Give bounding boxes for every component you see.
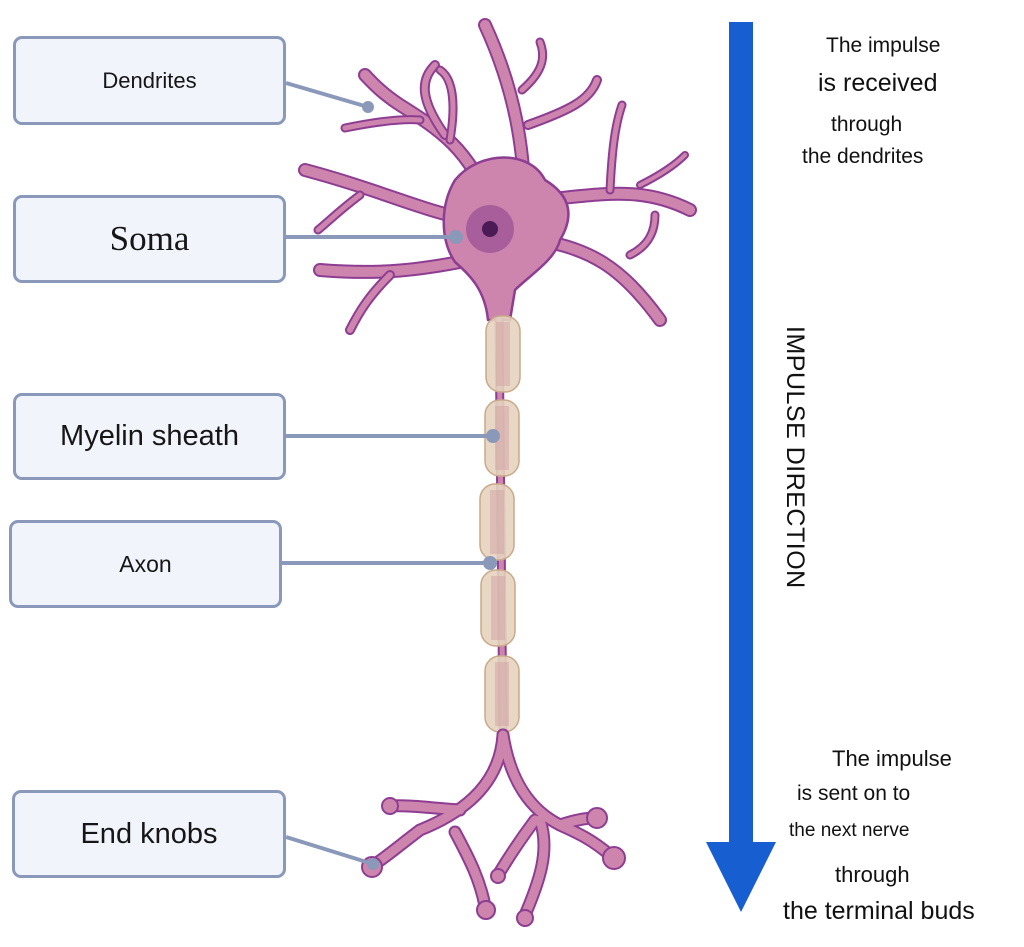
label-myelin-sheath: Myelin sheath [13, 393, 286, 480]
bottom-note-line: the next nerve [789, 820, 910, 841]
end-knob [381, 797, 399, 815]
label-end-knobs: End knobs [12, 790, 286, 878]
top-note-line: The impulse [826, 34, 941, 57]
arrow-shaft [729, 22, 753, 842]
label-soma-text: Soma [109, 219, 190, 258]
label-dendrites: Dendrites [13, 36, 286, 125]
label-dendrites-text: Dendrites [102, 67, 197, 93]
label-axon: Axon [9, 520, 282, 608]
top-note-line: the dendrites [802, 145, 924, 168]
connectors [282, 81, 500, 870]
bottom-note-line: the terminal buds [783, 897, 975, 925]
connector-end-knobs [285, 835, 374, 866]
neuron-body [298, 18, 697, 335]
end-knob [602, 846, 626, 870]
end-knob [490, 868, 506, 884]
top-note-line: is received [818, 69, 938, 97]
bottom-note-line: through [835, 862, 910, 887]
end-knob [516, 909, 534, 927]
bottom-note-line: is sent on to [797, 782, 911, 805]
nucleolus [482, 221, 498, 237]
axon-terminal [365, 728, 617, 922]
label-soma: Soma [13, 195, 286, 283]
label-myelin-sheath-text: Myelin sheath [60, 420, 239, 452]
label-end-knobs-text: End knobs [80, 817, 218, 850]
end-knob [586, 807, 608, 829]
impulse-direction-arrow [706, 22, 776, 912]
connector-dendrites [285, 81, 369, 109]
arrow-down-icon [706, 842, 776, 912]
top-note-line: through [831, 113, 903, 136]
end-knob [476, 900, 496, 920]
bottom-note-line: The impulse [832, 746, 952, 771]
dendrites [298, 18, 697, 335]
label-axon-text: Axon [119, 550, 172, 577]
impulse-direction-label: IMPULSE DIRECTION [781, 326, 809, 589]
